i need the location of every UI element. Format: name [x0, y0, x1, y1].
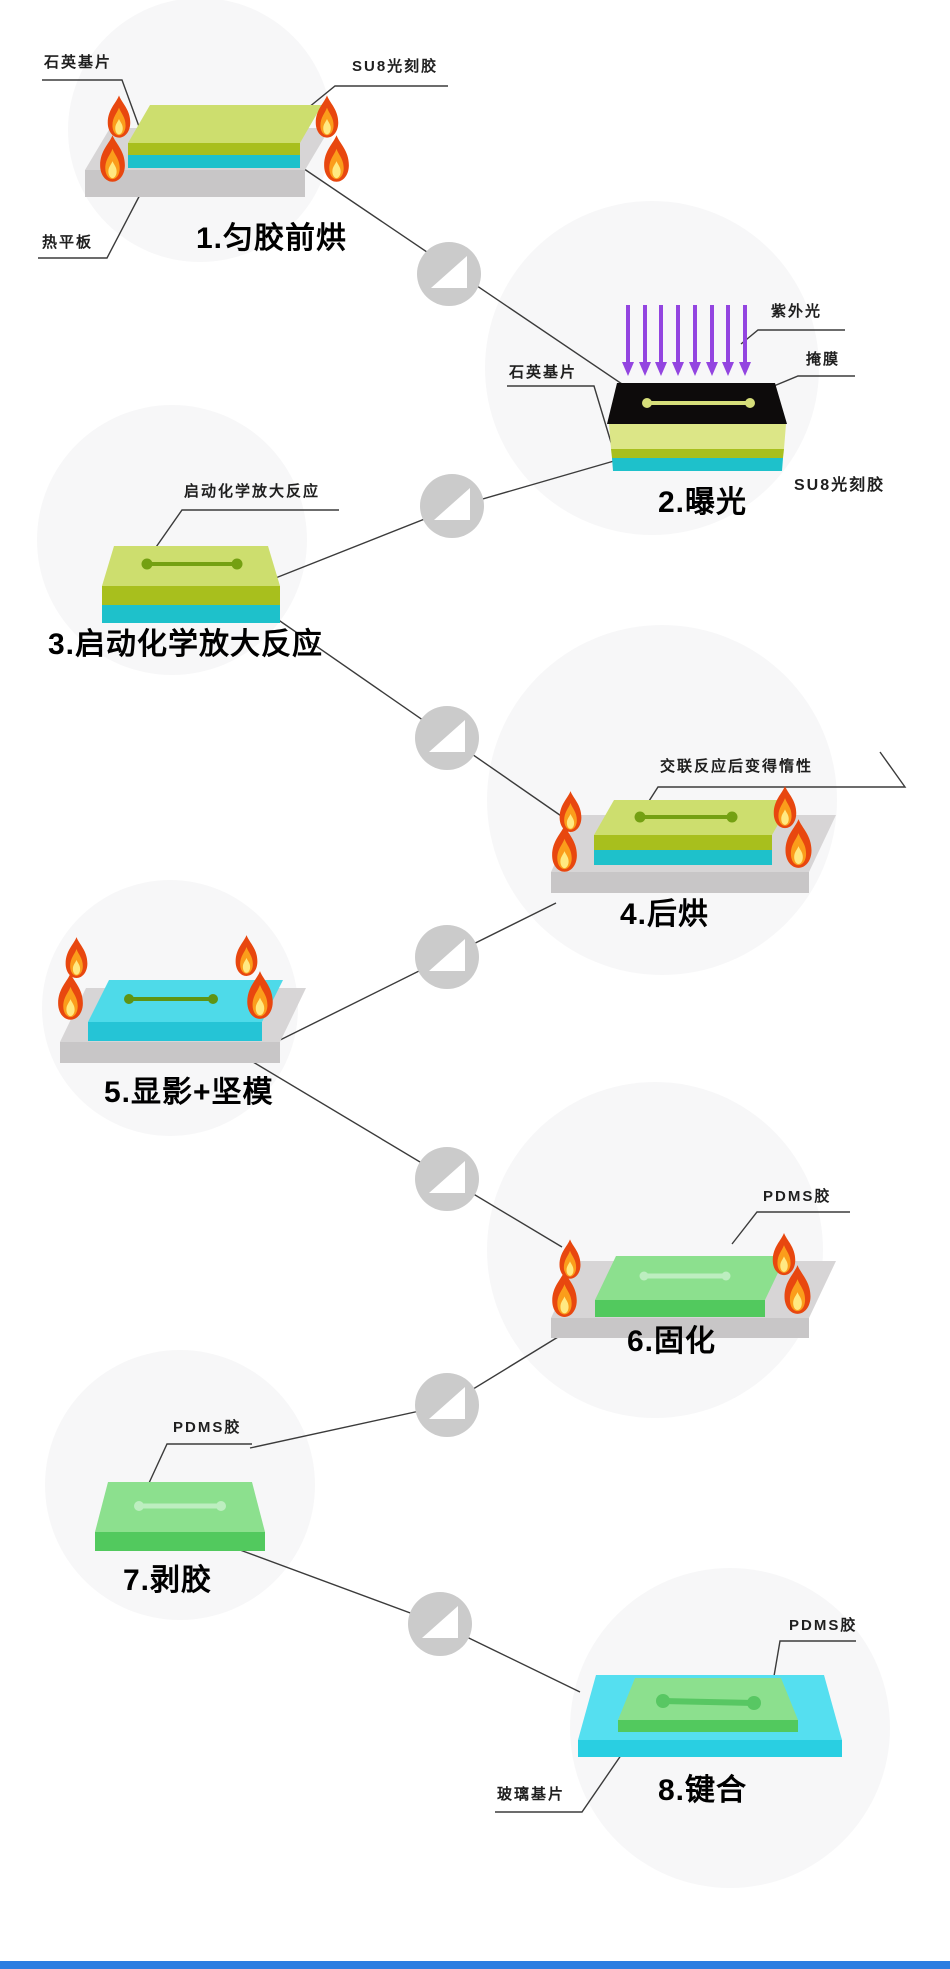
label-photomask: 掩膜	[806, 351, 841, 368]
leader-step7-pdms	[148, 1443, 252, 1484]
label-glass-substrate: 玻璃基片	[497, 1786, 566, 1803]
flow-arrow-icon	[408, 1592, 472, 1656]
flow-arrow-icon	[415, 1373, 479, 1437]
leader-step3-reaction	[146, 509, 339, 561]
label-uv-light: 紫外光	[771, 303, 823, 320]
step3-title: 3.启动化学放大反应	[48, 628, 324, 661]
label-pdms: PDMS胶	[789, 1617, 858, 1634]
bonded-channel	[656, 1694, 761, 1710]
flow-arrows	[408, 242, 484, 1656]
step8-illustration	[578, 1675, 842, 1757]
label-crosslinked-inert: 交联反应后变得惰性	[660, 758, 814, 775]
step5-title: 5.显影+坚模	[104, 1076, 274, 1109]
quartz-layer-front	[594, 850, 772, 865]
step1-illustration	[85, 95, 349, 197]
quartz-layer-front	[128, 155, 300, 168]
developed-chip-front	[88, 1022, 262, 1041]
glass-substrate-front	[578, 1740, 842, 1757]
su8-layer-top	[128, 105, 322, 143]
su8-layer-front	[594, 835, 772, 850]
uv-arrow-shafts	[626, 305, 747, 362]
hotplate-front	[551, 872, 809, 893]
connector-line-4-5	[267, 902, 557, 1047]
uv-arrows	[622, 305, 751, 376]
step4-illustration	[551, 785, 836, 893]
su8-exposed-layer	[609, 424, 786, 449]
label-chemical-reaction: 启动化学放大反应	[184, 483, 321, 500]
step6-circle	[487, 1082, 823, 1418]
step7-illustration	[95, 1482, 265, 1551]
step1-title: 1.匀胶前烘	[196, 222, 348, 255]
hotplate-front	[85, 170, 305, 197]
leader-step2-quartz	[507, 385, 617, 460]
step7-title: 7.剥胶	[123, 1564, 213, 1597]
flow-arrow-icon	[415, 925, 479, 989]
flow-arrow-icon	[420, 474, 484, 538]
flow-arrow-icon	[415, 1147, 479, 1211]
leader-step6-pdms	[731, 1211, 850, 1245]
hotplate-front	[60, 1042, 280, 1063]
quartz-layer-front	[612, 458, 783, 471]
su8-mold-channel	[124, 994, 218, 1004]
step5-illustration	[58, 935, 306, 1063]
su8-layer-front	[102, 586, 280, 605]
leader-step8-glass	[495, 1747, 627, 1813]
label-pdms: PDMS胶	[763, 1188, 832, 1205]
photomask-channel-pattern	[642, 398, 755, 408]
step2-title: 2.曝光	[658, 486, 748, 519]
pdms-slab-front	[618, 1720, 798, 1732]
connector-line-5-6	[252, 1061, 563, 1248]
leader-step8-pdms	[772, 1640, 856, 1683]
hotplate-front	[551, 1318, 809, 1338]
step6-title: 6.固化	[627, 1325, 717, 1358]
label-quartz-substrate: 石英基片	[44, 54, 113, 71]
step6-illustration	[551, 1232, 836, 1338]
su8-layer-front	[128, 143, 300, 155]
pdms-channel-imprint	[639, 1271, 731, 1281]
flow-arrow-icon	[415, 706, 479, 770]
leader-step1-hotplate	[38, 188, 144, 259]
flow-arrow-icon	[417, 242, 481, 306]
inert-channel	[634, 811, 738, 823]
quartz-layer-front	[102, 605, 280, 623]
label-leader-lines	[38, 79, 907, 1813]
label-su8-photoresist: SU8光刻胶	[352, 58, 439, 75]
bottom-bar	[0, 1961, 950, 1969]
reacted-channel	[141, 558, 243, 570]
step2-illustration	[607, 305, 787, 471]
uv-arrow-heads	[622, 362, 751, 376]
leader-step1-su8	[302, 85, 448, 113]
label-hot-plate: 热平板	[42, 234, 94, 251]
label-pdms: PDMS胶	[173, 1419, 242, 1436]
step3-illustration	[102, 546, 280, 623]
label-su8-photoresist: SU8光刻胶	[794, 477, 886, 494]
connector-line-3-4	[266, 611, 568, 821]
step4-title: 4.后烘	[620, 898, 710, 931]
pdms-layer-front	[595, 1300, 765, 1317]
pdms-channel-imprint	[134, 1501, 226, 1511]
pdms-slab-front	[95, 1532, 265, 1551]
label-quartz-substrate: 石英基片	[509, 364, 578, 381]
su8-layer-front	[611, 449, 784, 458]
step8-title: 8.键合	[658, 1774, 748, 1807]
